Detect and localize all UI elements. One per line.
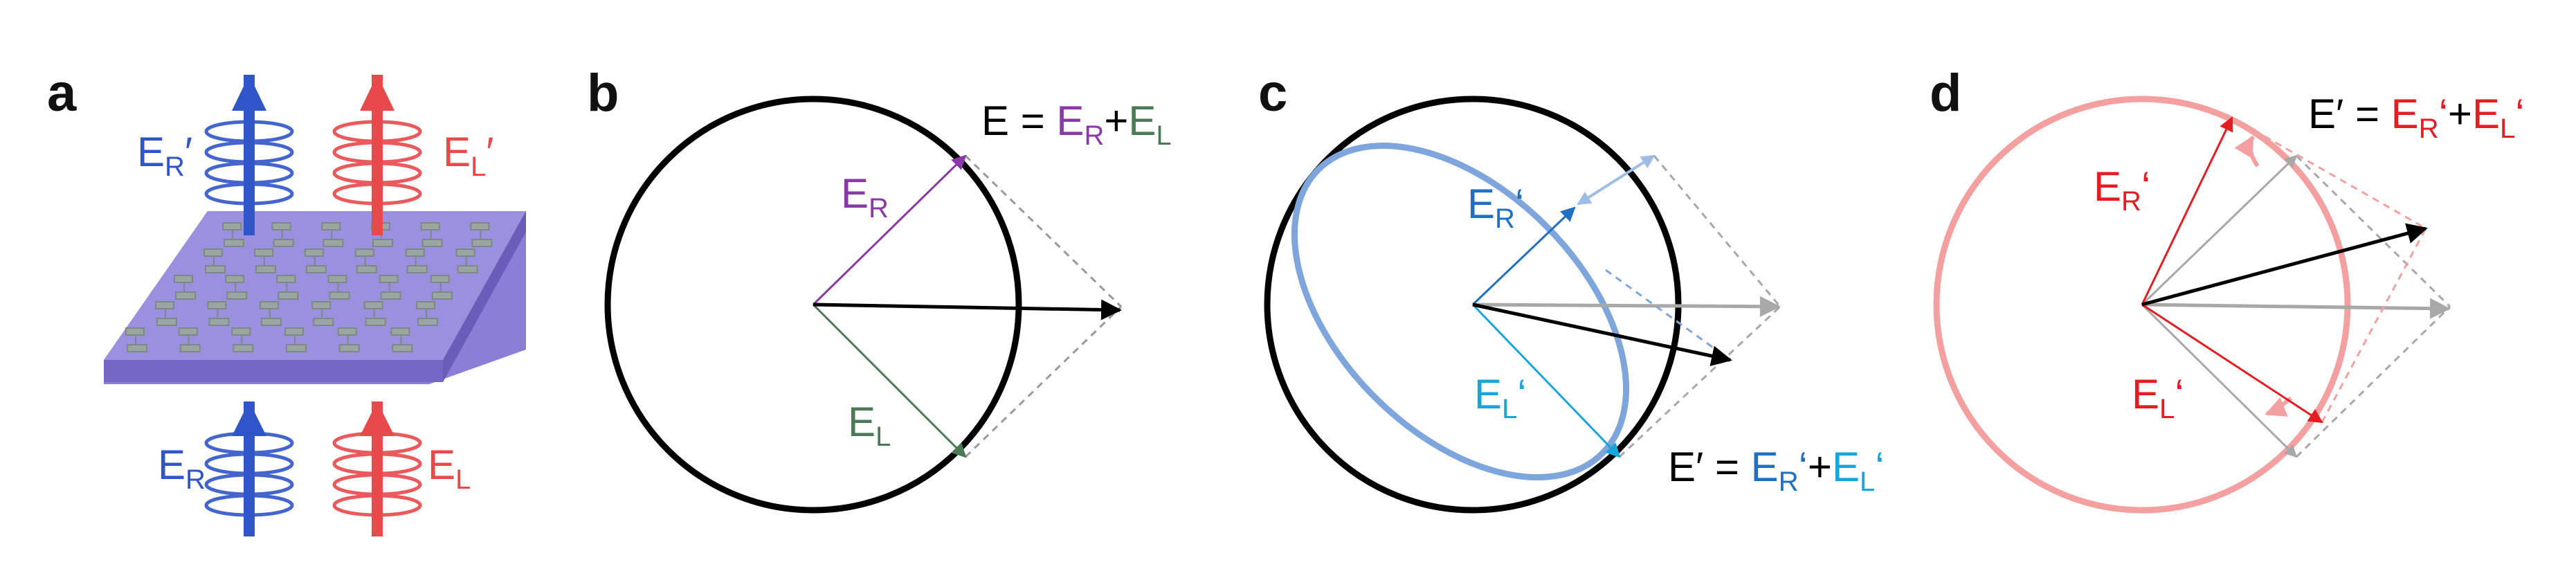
panel-d: d ER‘ EL‘ E′ = ER‘+EL‘ xyxy=(1930,64,2525,514)
e-prime-resultant-arrow xyxy=(1472,302,1732,366)
meta-atom xyxy=(155,301,177,326)
meta-atom xyxy=(253,249,276,273)
meta-atom xyxy=(405,249,428,273)
panel-b: b ER EL E = ER+EL xyxy=(587,64,1172,514)
substrate-side xyxy=(443,211,526,382)
meta-atom xyxy=(276,275,299,300)
meta-atom xyxy=(321,222,344,247)
er-prime-arrow xyxy=(2141,116,2233,305)
label-top-right: EL′ xyxy=(443,129,494,182)
meta-atom xyxy=(337,327,360,352)
meta-atom xyxy=(207,301,230,326)
label-er-prime: ER‘ xyxy=(2094,163,2150,217)
gray-reference xyxy=(1472,154,1781,458)
meta-atom xyxy=(304,249,327,273)
meta-atom xyxy=(259,301,282,326)
top-right-beam xyxy=(332,75,422,235)
panel-a: a xyxy=(47,64,526,536)
bottom-left-beam xyxy=(204,401,294,536)
panel-b-label: b xyxy=(587,64,619,123)
meta-atom xyxy=(470,222,493,247)
rotation-arrow-top xyxy=(2234,135,2260,168)
label-el-prime: EL‘ xyxy=(2132,371,2184,424)
label-bottom-left: ER xyxy=(158,442,206,495)
parallelogram-dashes xyxy=(964,154,1123,458)
panel-c-label: c xyxy=(1258,64,1287,123)
label-er-prime: ER‘ xyxy=(1467,181,1524,234)
panel-d-label: d xyxy=(1930,64,1961,123)
panel-a-label: a xyxy=(47,64,77,123)
top-left-beam xyxy=(204,75,294,235)
el-arrow xyxy=(812,303,967,458)
antenna-array xyxy=(125,222,493,352)
meta-atom xyxy=(311,301,334,326)
meta-atom xyxy=(363,301,386,326)
er-prime-arrow xyxy=(1471,206,1576,306)
el-prime-arrow xyxy=(2141,303,2323,424)
meta-atom xyxy=(178,327,201,352)
meta-atom xyxy=(430,275,453,300)
meta-atom xyxy=(390,327,413,352)
gray-reference xyxy=(2141,154,2451,458)
meta-atom xyxy=(354,249,377,273)
er-arrow xyxy=(812,154,967,306)
meta-atom xyxy=(455,249,478,273)
label-el-prime: EL‘ xyxy=(1474,371,1527,424)
equation-c: E′ = ER‘+EL‘ xyxy=(1668,444,1885,497)
meta-atom xyxy=(222,222,244,247)
unit-circle xyxy=(1933,96,2351,514)
label-top-left: ER′ xyxy=(137,129,192,182)
e-resultant-arrow xyxy=(813,299,1122,320)
substrate-front xyxy=(104,360,443,382)
meta-atom xyxy=(284,327,307,352)
meta-atom xyxy=(203,249,226,273)
el-prime-arrow xyxy=(1471,303,1621,458)
e-prime-resultant-arrow xyxy=(2141,223,2428,307)
unit-circle xyxy=(604,96,1022,514)
equation-b: E = ER+EL xyxy=(981,98,1172,151)
meta-atom xyxy=(420,222,443,247)
bottom-right-beam xyxy=(332,401,422,536)
meta-atom xyxy=(416,301,439,326)
label-er: ER xyxy=(841,170,889,224)
meta-atom xyxy=(327,275,350,300)
ellipse-curve xyxy=(1291,142,1630,481)
meta-atom xyxy=(231,327,254,352)
meta-atom xyxy=(174,275,196,300)
meta-atom xyxy=(379,275,401,300)
label-bottom-right: EL xyxy=(428,442,471,495)
meta-atom xyxy=(225,275,248,300)
panel-c: c ER‘ EL‘ E′ = ER‘+EL‘ xyxy=(1258,64,1885,514)
meta-atom xyxy=(271,222,294,247)
meta-atom xyxy=(125,327,147,352)
pink-dashes xyxy=(2231,116,2427,423)
equation-d: E′ = ER‘+EL‘ xyxy=(2308,91,2525,144)
label-el: EL xyxy=(848,399,891,452)
